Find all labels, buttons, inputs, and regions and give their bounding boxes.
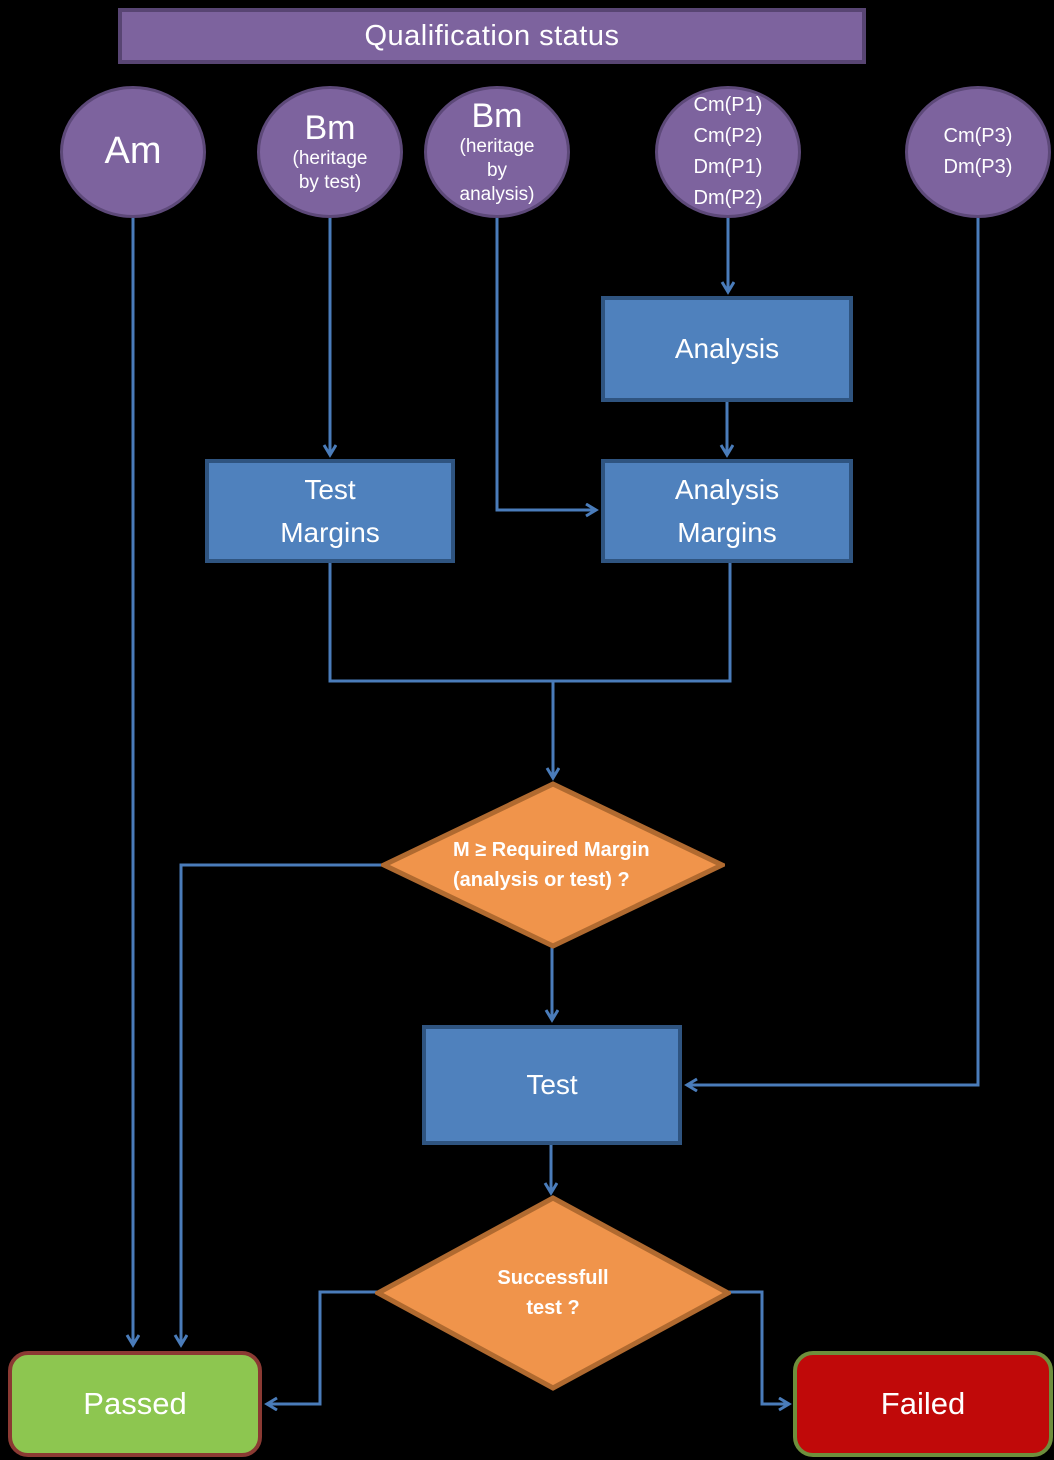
source-cmdm12-line: Cm(P1) [693, 94, 763, 116]
source-bm-analysis-label: Bm [471, 96, 523, 135]
diamond-shape [381, 781, 725, 949]
decision-margin-line: M ≥ Required Margin [453, 839, 650, 861]
decision-test-line: test ? [526, 1297, 580, 1319]
outcome-passed-label: Passed [83, 1386, 187, 1421]
decision-successful-test: Successfull test ? [375, 1195, 731, 1391]
source-cmdm12-line: Dm(P1) [693, 156, 763, 178]
source-cmdm12-line: Dm(P2) [693, 187, 763, 209]
decision-required-margin: M ≥ Required Margin (analysis or test) ? [381, 781, 725, 949]
source-cmdm12-line: Cm(P2) [693, 125, 763, 147]
source-bm-test-subline: by test) [298, 171, 362, 193]
source-bm-analysis-subline: (heritage [459, 136, 535, 158]
process-test-margins: Test Margins [205, 459, 455, 563]
process-test-margins-line: Test [304, 473, 356, 505]
outcome-passed: Passed [8, 1351, 262, 1457]
process-analysis: Analysis [601, 296, 853, 402]
connector-decisiontest-to-failed [728, 1290, 789, 1404]
process-analysis-label: Analysis [674, 333, 780, 365]
source-am: Am [60, 86, 206, 218]
source-cmdm3-line: Cm(P3) [943, 125, 1013, 147]
diamond-shape [375, 1195, 731, 1391]
connector-bmanalysis-to-analysismargins [495, 218, 596, 510]
outcome-failed-label: Failed [880, 1386, 966, 1421]
decision-test-line: Successfull [497, 1267, 609, 1289]
process-test-label: Test [526, 1069, 578, 1101]
outcome-failed: Failed [793, 1351, 1053, 1457]
process-test: Test [422, 1025, 682, 1145]
connector-margins-merge [328, 563, 732, 683]
process-analysis-margins-line: Analysis [674, 473, 780, 505]
process-analysis-margins: Analysis Margins [601, 459, 853, 563]
source-bm-analysis-subline: by [486, 159, 508, 181]
header-label: Qualification status [364, 19, 620, 52]
source-bm-analysis-subline: analysis) [459, 183, 535, 205]
connector-decisiontest-to-passed [267, 1290, 378, 1404]
source-cm-dm-p3: Cm(P3) Dm(P3) [905, 86, 1051, 218]
source-am-label: Am [104, 130, 162, 173]
process-analysis-margins-line: Margins [677, 517, 777, 548]
connector-decisionmargin-to-passed [181, 863, 383, 1345]
source-cmdm3-line: Dm(P3) [943, 156, 1013, 178]
source-bm-heritage-by-test: Bm (heritage by test) [257, 86, 403, 218]
process-test-margins-line: Margins [280, 517, 380, 548]
source-cm-dm-p1-p2: Cm(P1) Cm(P2) Dm(P1) Dm(P2) [655, 86, 801, 218]
decision-margin-line: (analysis or test) ? [453, 869, 630, 891]
source-bm-test-label: Bm [304, 108, 356, 147]
source-bm-test-subline: (heritage [292, 147, 368, 169]
source-bm-heritage-by-analysis: Bm (heritage by analysis) [424, 86, 570, 218]
header-qualification-status: Qualification status [118, 8, 866, 64]
